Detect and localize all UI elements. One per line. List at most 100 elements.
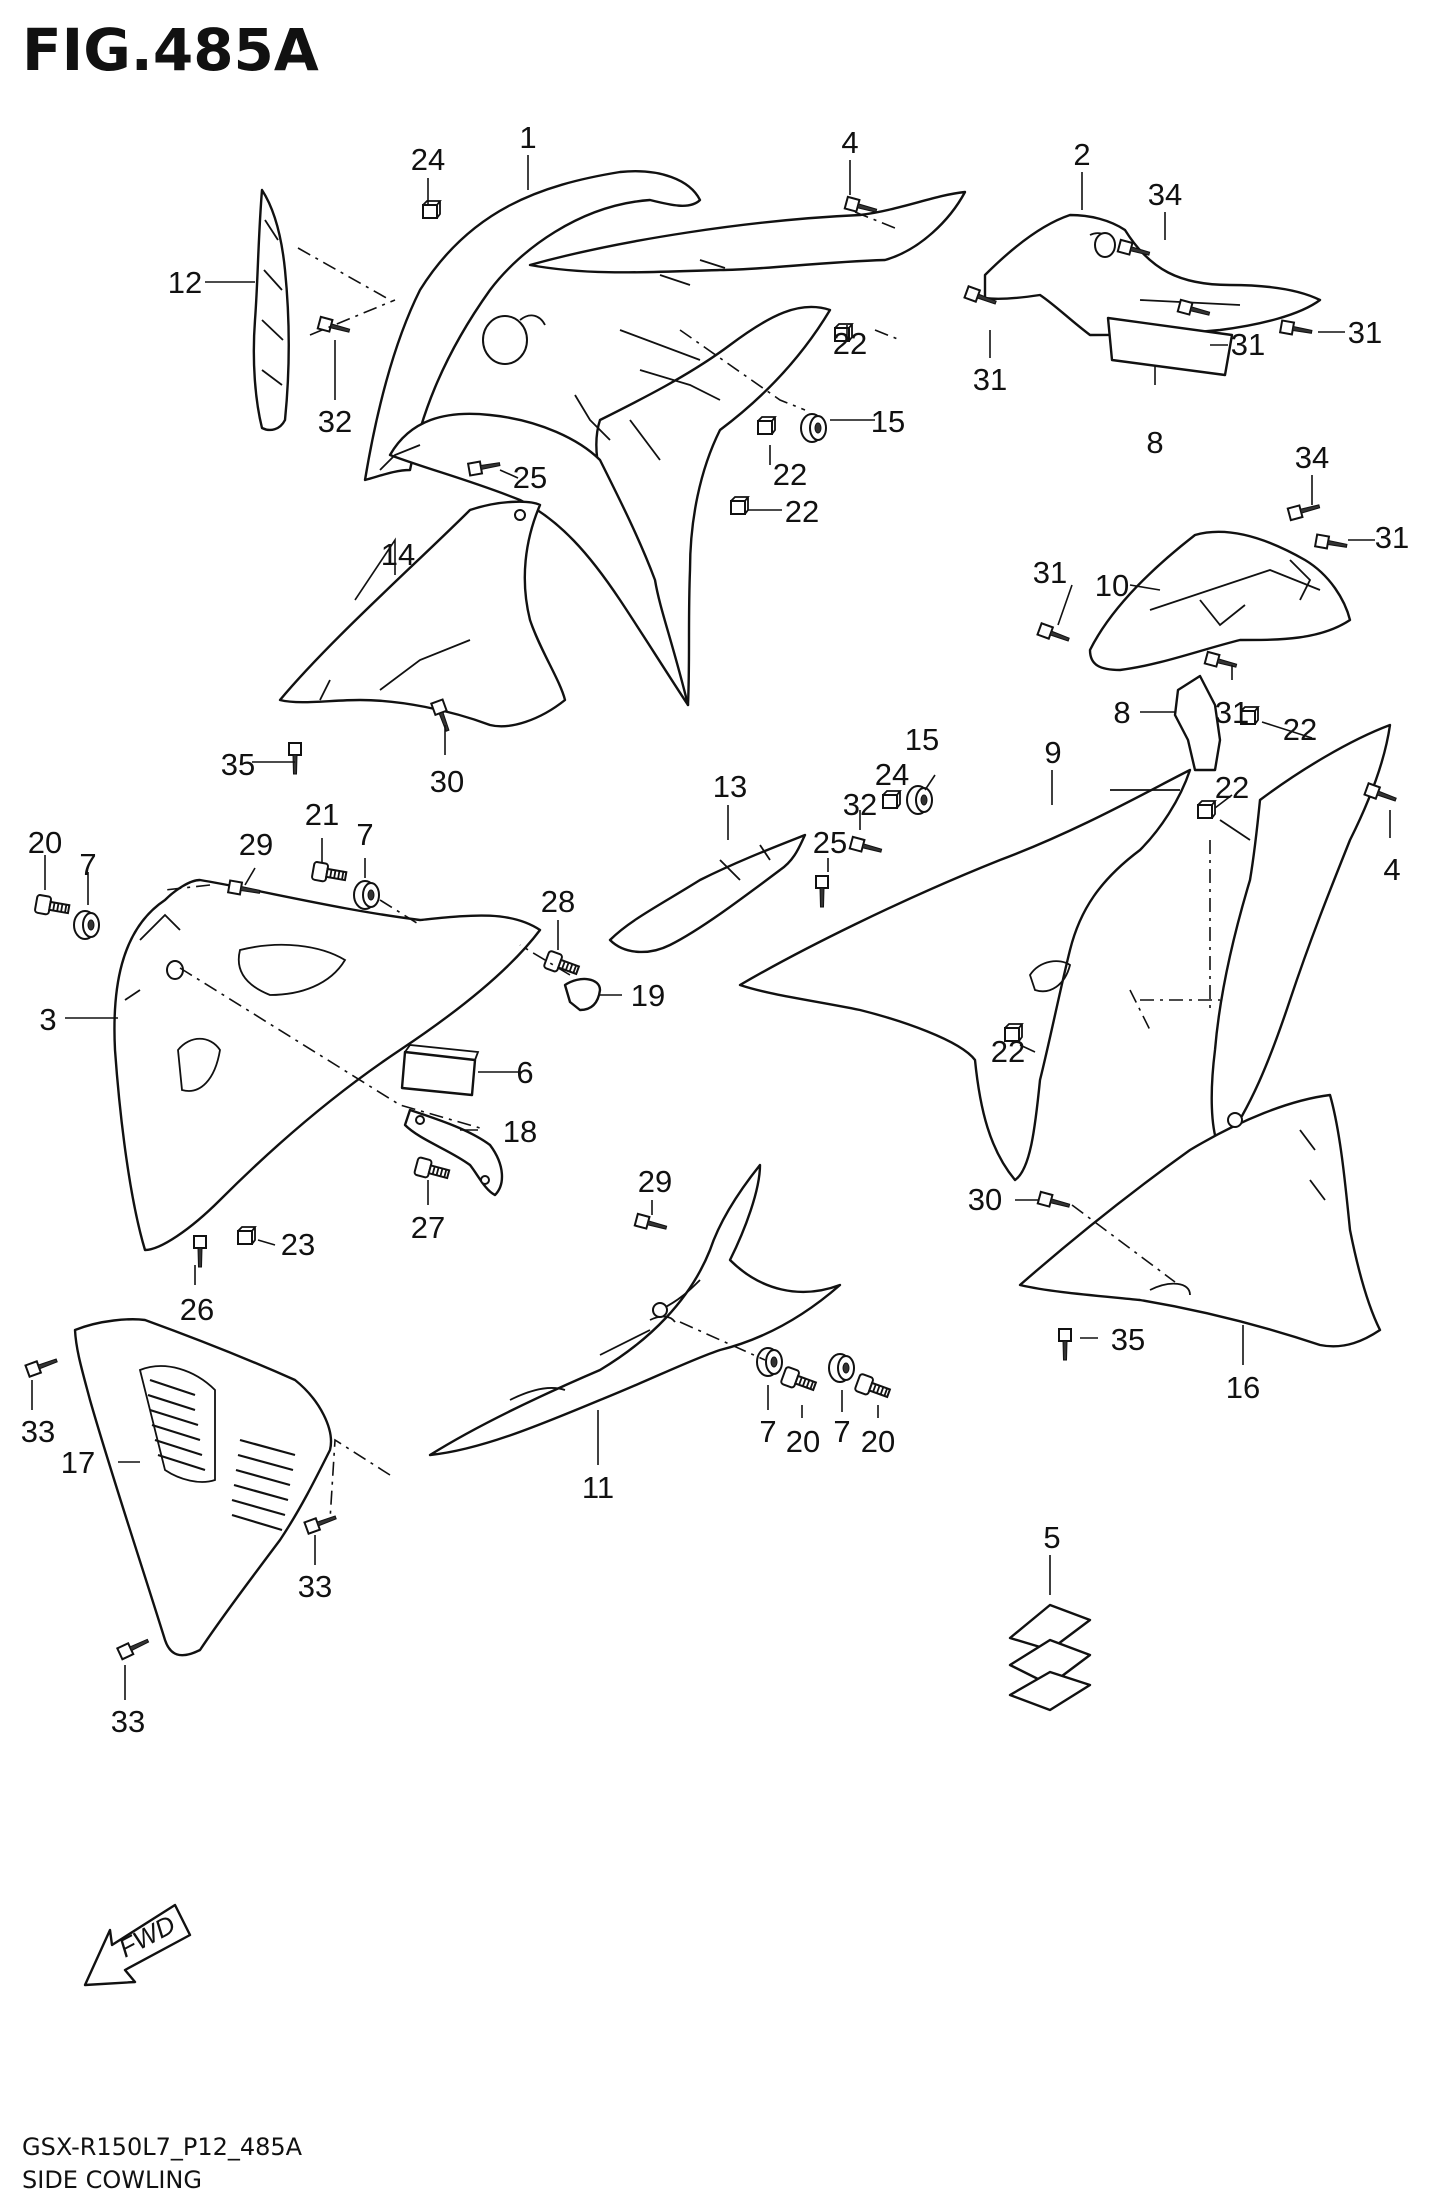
callout-34a: 34	[1148, 177, 1182, 212]
callout-5: 5	[1043, 1520, 1060, 1555]
callout-33c: 33	[111, 1704, 145, 1739]
callout-7b: 7	[356, 817, 373, 852]
hw-grommet-7a	[73, 910, 100, 940]
callout-10: 10	[1095, 568, 1129, 603]
callout-7a: 7	[79, 847, 96, 882]
callout-29a: 29	[239, 827, 273, 862]
hw-grommet-15b	[906, 785, 933, 815]
hw-clip-22e	[1197, 800, 1216, 819]
callout-18: 18	[503, 1114, 537, 1149]
callout-22e: 22	[1215, 770, 1249, 805]
callout-25a: 25	[513, 460, 547, 495]
hw-clip-22c	[730, 496, 749, 515]
callout-12: 12	[168, 265, 202, 300]
callout-9: 9	[1044, 735, 1061, 770]
hw-screw-29b	[633, 1212, 669, 1235]
part-14-inner-cover	[278, 500, 567, 728]
callout-15a: 15	[871, 404, 905, 439]
callout-31b: 31	[1231, 327, 1265, 362]
callout-30b: 30	[968, 1182, 1002, 1217]
callouts: 1 24 4 2 34 12 32 22 15 22 22 31 31 31 8…	[21, 120, 1409, 1739]
callout-35a: 35	[221, 747, 255, 782]
callout-31f: 31	[1215, 695, 1249, 730]
callout-25b: 25	[813, 825, 847, 860]
hw-screw-31f	[1203, 650, 1239, 673]
callout-3: 3	[39, 1002, 56, 1037]
part-16-lower-rear-cover	[1018, 1093, 1382, 1348]
hw-grommet-7d	[828, 1353, 855, 1383]
hw-screw-33b	[303, 1510, 339, 1535]
hw-screw-35b	[1058, 1328, 1072, 1361]
part-17-grille-cover	[73, 1318, 333, 1657]
hw-clip-24b	[882, 790, 901, 809]
callout-8a: 8	[1146, 425, 1163, 460]
callout-8b: 8	[1113, 695, 1130, 730]
hw-screw-34b	[1286, 499, 1322, 522]
hw-clip-23	[237, 1226, 256, 1245]
callout-21: 21	[305, 797, 339, 832]
hw-bolt-20c	[853, 1372, 893, 1403]
callout-4b: 4	[1383, 852, 1400, 887]
hw-screw-31e	[1036, 622, 1072, 647]
hw-screw-26	[193, 1235, 207, 1268]
callout-2: 2	[1073, 137, 1090, 172]
callout-27: 27	[411, 1210, 445, 1245]
hw-screw-30b	[1036, 1190, 1072, 1213]
hw-screw-32b	[848, 835, 884, 858]
hw-clip-24a	[422, 200, 441, 219]
callout-4a: 4	[841, 125, 858, 160]
part-10-duct	[1088, 530, 1352, 672]
callout-28: 28	[541, 884, 575, 919]
callout-16: 16	[1226, 1370, 1260, 1405]
callout-15b: 15	[905, 722, 939, 757]
part-8-pads	[1106, 316, 1234, 772]
callout-7d: 7	[833, 1414, 850, 1449]
hw-bolt-20b	[779, 1365, 819, 1396]
hw-clip-22b	[757, 416, 776, 435]
callout-22d: 22	[1283, 712, 1317, 747]
callout-6: 6	[516, 1055, 533, 1090]
fwd-arrow-icon: FWD	[83, 1903, 192, 1987]
callout-19: 19	[631, 978, 665, 1013]
callout-22f: 22	[991, 1034, 1025, 1069]
hw-bolt-28	[542, 949, 582, 980]
part-9-rear-cowl	[738, 723, 1392, 1182]
callout-14: 14	[381, 537, 415, 572]
callout-31d: 31	[1375, 520, 1409, 555]
callout-23: 23	[281, 1227, 315, 1262]
part-19-clip	[563, 977, 602, 1012]
hw-grommet-7b	[353, 880, 380, 910]
hw-screw-31d	[1314, 533, 1349, 553]
callout-24b: 24	[875, 757, 909, 792]
callout-33b: 33	[298, 1569, 332, 1604]
part-3-lower-front-cowl	[113, 878, 542, 1252]
part-2-inner-bracket	[983, 213, 1322, 337]
callout-7c: 7	[759, 1414, 776, 1449]
callout-24a: 24	[411, 142, 445, 177]
hw-screw-31c	[1279, 319, 1314, 339]
callout-20c: 20	[861, 1424, 895, 1459]
part-5-emblem	[1008, 1603, 1092, 1712]
callout-31e: 31	[1033, 555, 1067, 590]
part-13-mid-strip	[608, 833, 807, 954]
callout-20a: 20	[28, 825, 62, 860]
callout-33a: 33	[21, 1414, 55, 1449]
part-6-pad	[400, 1044, 480, 1097]
part-18-bracket	[403, 1108, 504, 1197]
callout-35b: 35	[1111, 1322, 1145, 1357]
callout-26: 26	[180, 1292, 214, 1327]
callout-31a: 31	[973, 362, 1007, 397]
callout-11: 11	[582, 1470, 614, 1505]
hw-screw-25b	[815, 875, 829, 908]
callout-30a: 30	[430, 764, 464, 799]
callout-20b: 20	[786, 1424, 820, 1459]
callout-22c: 22	[785, 494, 819, 529]
callout-22a: 22	[833, 326, 867, 361]
hw-bolt-27	[412, 1155, 452, 1184]
callout-32b: 32	[843, 787, 877, 822]
part-1-upper-cowl	[363, 170, 967, 707]
part-12-front-strip	[252, 188, 290, 432]
hw-grommet-15a	[800, 413, 827, 443]
callout-13: 13	[713, 769, 747, 804]
